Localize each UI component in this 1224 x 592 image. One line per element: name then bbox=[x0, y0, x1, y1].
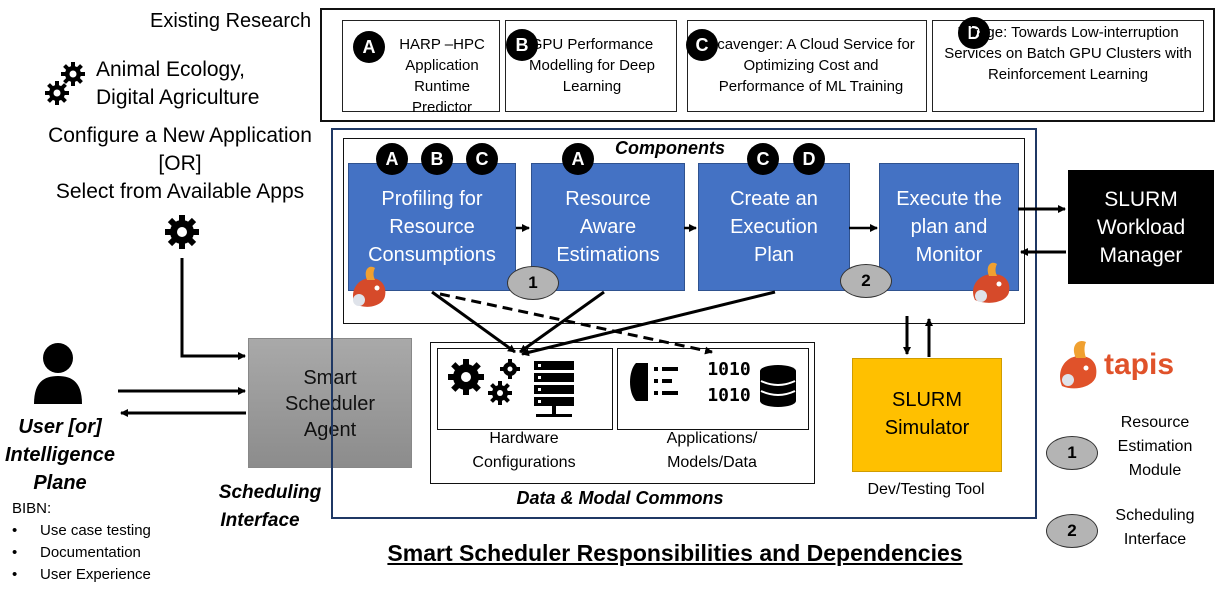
research-text-harp: HARP –HPC Application Runtime Predictor bbox=[399, 36, 485, 116]
component-estimations-label: Resource Aware Estimations bbox=[556, 188, 660, 266]
legend-1-line-2: Estimation bbox=[1117, 438, 1193, 455]
component-plan-label: Create an Execution Plan bbox=[730, 188, 818, 266]
component-badge-b: B bbox=[421, 143, 453, 175]
tapis-mascot-icon bbox=[967, 258, 1021, 306]
component-badge-a: A bbox=[376, 143, 408, 175]
agent-line-1: Smart bbox=[303, 367, 357, 389]
components-panel bbox=[343, 138, 1025, 324]
commons-title: Data & Modal Commons bbox=[516, 488, 724, 508]
slurm-workload-manager[interactable]: SLURM Workload Manager bbox=[1068, 170, 1214, 284]
user-label-line-2: Intelligence bbox=[4, 444, 116, 466]
research-text-gpu-performance: GPU Performance Modelling for Deep Learn… bbox=[529, 36, 655, 95]
user-icon bbox=[32, 342, 84, 406]
user-label-line-1: User [or] bbox=[18, 416, 102, 438]
bibn-list: •Use case testing •Documentation •User E… bbox=[12, 520, 212, 586]
component-profiling-label: Profiling for Resource Consumptions bbox=[368, 188, 496, 266]
domain-line-1: Animal Ecology, bbox=[96, 58, 246, 81]
resource-estimation-oval: 1 bbox=[507, 266, 559, 300]
slurm-line-1: SLURM bbox=[1104, 188, 1178, 211]
legend-2-line-2: Interface bbox=[1123, 531, 1187, 548]
components-title: Components bbox=[615, 138, 725, 158]
agent-line-3: Agent bbox=[303, 419, 357, 441]
bibn-title: BIBN: bbox=[12, 500, 52, 517]
research-text-mirage: Mirage: Towards Low-interruption Service… bbox=[944, 24, 1192, 83]
slurm-line-3: Manager bbox=[1099, 244, 1183, 267]
research-badge-d: D bbox=[958, 17, 990, 49]
component-badge-d: D bbox=[793, 143, 825, 175]
arrow-plan-to-hardware bbox=[521, 290, 776, 357]
scheduling-interface-line-1: Scheduling bbox=[218, 482, 322, 503]
component-resource-estimations[interactable]: Resource Aware Estimations bbox=[531, 163, 685, 291]
bibn-item: •User Experience bbox=[12, 566, 151, 583]
legend-oval-1: 1 bbox=[1046, 436, 1098, 470]
legend-1-line-1: Resource bbox=[1120, 414, 1190, 431]
scheduling-interface-oval: 2 bbox=[840, 264, 892, 298]
tapis-logo: tapis bbox=[1056, 336, 1206, 396]
component-execute-label: Execute the plan and Monitor bbox=[896, 188, 1002, 266]
gears-icon bbox=[44, 60, 90, 108]
research-badge-b: B bbox=[506, 29, 538, 61]
tapis-mascot-icon bbox=[347, 262, 397, 310]
research-card-scavenger bbox=[687, 20, 927, 112]
existing-research-label: Existing Research bbox=[150, 10, 312, 32]
arrow-profiling-to-apps-dashed bbox=[439, 292, 713, 355]
slurm-line-2: Workload bbox=[1096, 216, 1186, 239]
binary-line-1: 1010 bbox=[707, 359, 751, 380]
footer-title: Smart Scheduler Responsibilities and Dep… bbox=[387, 540, 963, 566]
hardware-config-box[interactable] bbox=[437, 348, 613, 430]
bibn-item: •Documentation bbox=[12, 544, 141, 561]
research-badge-c: C bbox=[686, 29, 718, 61]
legend-1-line-3: Module bbox=[1128, 462, 1182, 479]
arrow-estimation-to-hardware bbox=[519, 290, 605, 354]
apps-label-line-1: Applications/ bbox=[666, 430, 758, 447]
legend-2-line-1: Scheduling bbox=[1115, 507, 1195, 524]
hardware-label-line-2: Configurations bbox=[472, 454, 576, 471]
research-badge-a: A bbox=[353, 31, 385, 63]
binary-line-2: 1010 bbox=[707, 385, 751, 406]
simulator-line-2: Simulator bbox=[884, 417, 970, 439]
bibn-item: •Use case testing bbox=[12, 522, 151, 539]
tapis-logo-text: tapis bbox=[1104, 348, 1175, 381]
domain-line-2: Digital Agriculture bbox=[96, 86, 260, 109]
user-label-line-3: Plane bbox=[33, 472, 87, 494]
agent-line-2: Scheduler bbox=[284, 393, 376, 415]
component-badge-a: A bbox=[562, 143, 594, 175]
applications-box[interactable]: 1010 1010 bbox=[617, 348, 809, 430]
app-gear-icon[interactable] bbox=[164, 214, 200, 250]
existing-research-panel bbox=[320, 8, 1215, 122]
research-text-scavenger: Scavenger: A Cloud Service for Optimizin… bbox=[707, 36, 915, 95]
data-modal-commons-panel bbox=[430, 342, 815, 484]
scheduling-interface-line-2: Interface bbox=[220, 510, 300, 531]
hardware-label-line-1: Hardware bbox=[489, 430, 559, 447]
simulator-line-1: SLURM bbox=[891, 389, 962, 411]
component-badge-c: C bbox=[466, 143, 498, 175]
apps-label-line-2: Models/Data bbox=[667, 454, 757, 471]
simulator-caption: Dev/Testing Tool bbox=[867, 481, 985, 498]
configure-line-2: [OR] bbox=[158, 152, 202, 175]
arrow-app-to-agent bbox=[180, 258, 246, 360]
component-badge-c: C bbox=[747, 143, 779, 175]
configure-line-1: Configure a New Application bbox=[48, 124, 312, 147]
smart-scheduler-agent[interactable]: Smart Scheduler Agent bbox=[248, 338, 412, 468]
smart-scheduler-frame bbox=[331, 128, 1037, 519]
configure-line-3: Select from Available Apps bbox=[55, 180, 305, 203]
arrow-profiling-to-hardware bbox=[431, 290, 516, 354]
legend-oval-2: 2 bbox=[1046, 514, 1098, 548]
slurm-simulator[interactable]: SLURM Simulator bbox=[852, 358, 1002, 472]
component-execute-monitor[interactable]: Execute the plan and Monitor bbox=[879, 163, 1019, 291]
